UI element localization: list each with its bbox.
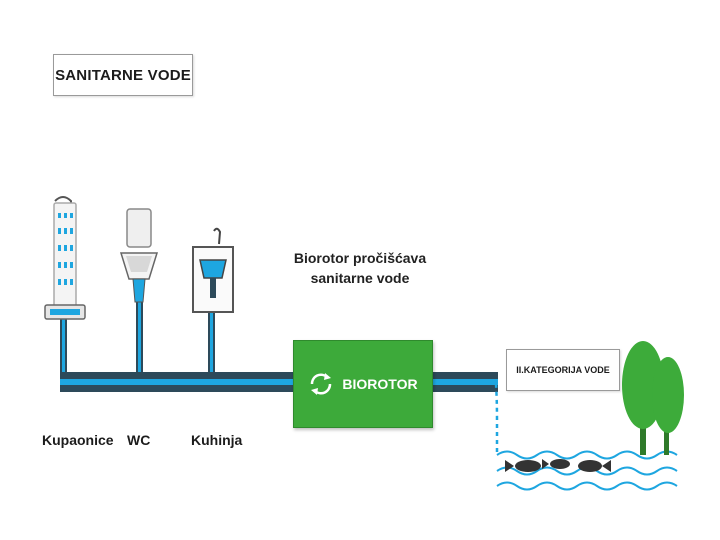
- biorotor-unit: BIOROTOR: [293, 340, 433, 428]
- toilet-icon: [119, 208, 159, 303]
- kitchen-sink-icon: [192, 227, 234, 313]
- shower-icon: [44, 196, 86, 320]
- recycle-arrows-icon: [311, 373, 332, 395]
- tree-icon: [622, 341, 684, 455]
- fixture-label-wc: WC: [127, 432, 151, 448]
- process-note-line-1: Biorotor pročišćava: [293, 250, 427, 266]
- process-note-line-2: sanitarne vode: [310, 270, 410, 286]
- biorotor-label: BIOROTOR: [342, 376, 418, 392]
- process-note: Biorotor pročišćava sanitarne vode: [290, 248, 430, 288]
- diagram-title: SANITARNE VODE: [53, 54, 193, 96]
- fish-icon: [505, 459, 611, 472]
- outflow-stream: [494, 383, 499, 452]
- fixture-label-kitchen: Kuhinja: [191, 432, 243, 448]
- fixture-label-bathrooms: Kupaonice: [42, 432, 114, 448]
- drop-pipes: [60, 296, 215, 380]
- water-category-label: II.KATEGORIJA VODE: [506, 349, 620, 391]
